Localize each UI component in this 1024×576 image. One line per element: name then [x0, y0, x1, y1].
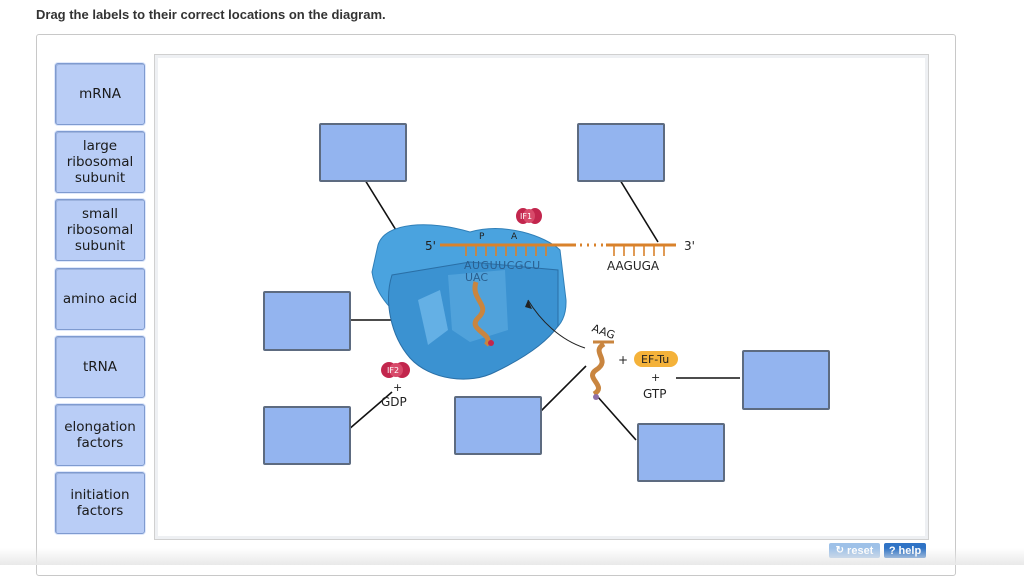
drop-target-7[interactable] [637, 423, 725, 482]
label-mrna[interactable]: mRNA [55, 63, 145, 125]
label-small-ribosomal-subunit[interactable]: small ribosomal subunit [55, 199, 145, 261]
help-button-label: help [898, 544, 922, 557]
three-prime-text: 3' [684, 239, 695, 253]
question-icon: ? [888, 544, 896, 557]
ef-tu-text: EF-Tu [641, 353, 669, 366]
label-trna[interactable]: tRNA [55, 336, 145, 398]
drop-target-6[interactable] [742, 350, 830, 410]
if1-text: IF1 [520, 212, 532, 221]
instruction-text: Drag the labels to their correct locatio… [36, 7, 386, 22]
sequence-right-text: AAGUGA [607, 259, 660, 273]
label-elongation-factors[interactable]: elongation factors [55, 404, 145, 466]
plus-text-eftu: + [618, 353, 628, 367]
drop-target-3[interactable] [263, 291, 351, 351]
site-a-text: A [511, 232, 518, 242]
drop-target-4[interactable] [263, 406, 351, 465]
reset-button-label: reset [847, 544, 874, 557]
if1-factor [516, 208, 542, 224]
incoming-trna-shape [590, 340, 614, 400]
if2-text: IF2 [387, 366, 399, 375]
if2-factor [381, 362, 410, 378]
plus-text-gdp: + [393, 381, 402, 394]
label-amino-acid[interactable]: amino acid [55, 268, 145, 330]
drop-target-1[interactable] [319, 123, 407, 182]
mrna-strand [440, 243, 676, 256]
plus-text-gtp: + [651, 371, 660, 384]
reset-icon: ↻ [835, 545, 845, 556]
reset-button[interactable]: ↻ reset [829, 543, 880, 558]
anticodon-text: UAC [465, 271, 488, 284]
drop-target-5[interactable] [454, 396, 542, 455]
label-large-ribosomal-subunit[interactable]: large ribosomal subunit [55, 131, 145, 193]
drop-target-2[interactable] [577, 123, 665, 182]
gdp-text: GDP [381, 395, 407, 409]
help-button[interactable]: ? help [884, 543, 926, 558]
trna-p-site-shape [472, 281, 491, 347]
incoming-anticodon-text: AAG [590, 322, 617, 342]
site-p-text: P [479, 232, 485, 242]
ef-tu-factor [634, 351, 678, 367]
label-initiation-factors[interactable]: initiation factors [55, 472, 145, 534]
codon-sequence-text: AUGUUCGCU [464, 259, 541, 272]
gtp-text: GTP [643, 387, 666, 401]
five-prime-text: 5' [425, 239, 436, 253]
